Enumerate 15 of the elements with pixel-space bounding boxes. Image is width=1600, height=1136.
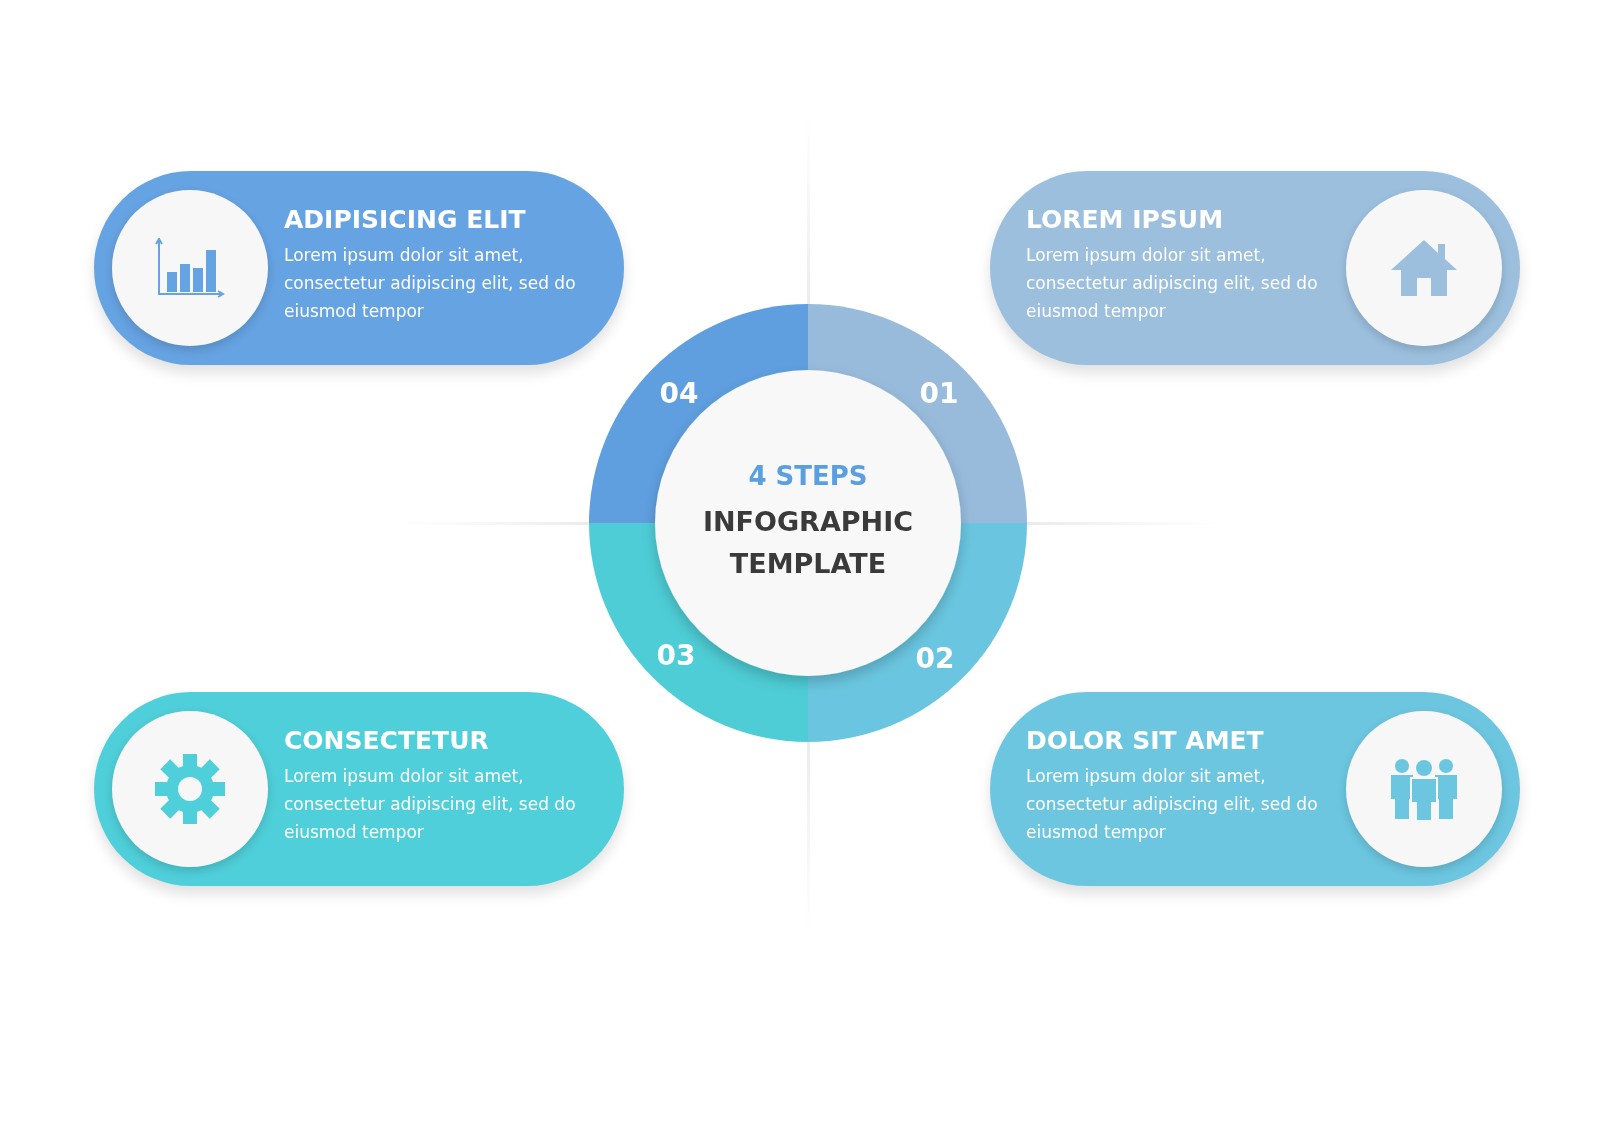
card-heading: LOREM IPSUM [1026, 205, 1223, 234]
card-heading: CONSECTETUR [284, 726, 489, 755]
card-heading: DOLOR SIT AMET [1026, 726, 1264, 755]
step-number: 03 [656, 638, 696, 672]
center-subtitle: 4 STEPS [748, 461, 868, 491]
card-heading: ADIPISICING ELIT [284, 205, 526, 234]
segmented-ring [589, 304, 1027, 742]
card-description: Lorem ipsum dolor sit amet, consectetur adipiscing elit, sed do eiusmod tempor [284, 765, 577, 844]
step-number: 04 [659, 376, 699, 410]
card-description: Lorem ipsum dolor sit amet, consectetur adipiscing elit, sed do eiusmod tempor [1026, 765, 1319, 844]
card-description: Lorem ipsum dolor sit amet, consectetur adipiscing elit, sed do eiusmod tempor [284, 244, 577, 323]
center-title: INFOGRAPHIC TEMPLATE [701, 505, 915, 581]
step-number: 02 [915, 641, 955, 675]
card-description: Lorem ipsum dolor sit amet, consectetur adipiscing elit, sed do eiusmod tempor [1026, 244, 1319, 323]
step-number: 01 [919, 376, 959, 410]
